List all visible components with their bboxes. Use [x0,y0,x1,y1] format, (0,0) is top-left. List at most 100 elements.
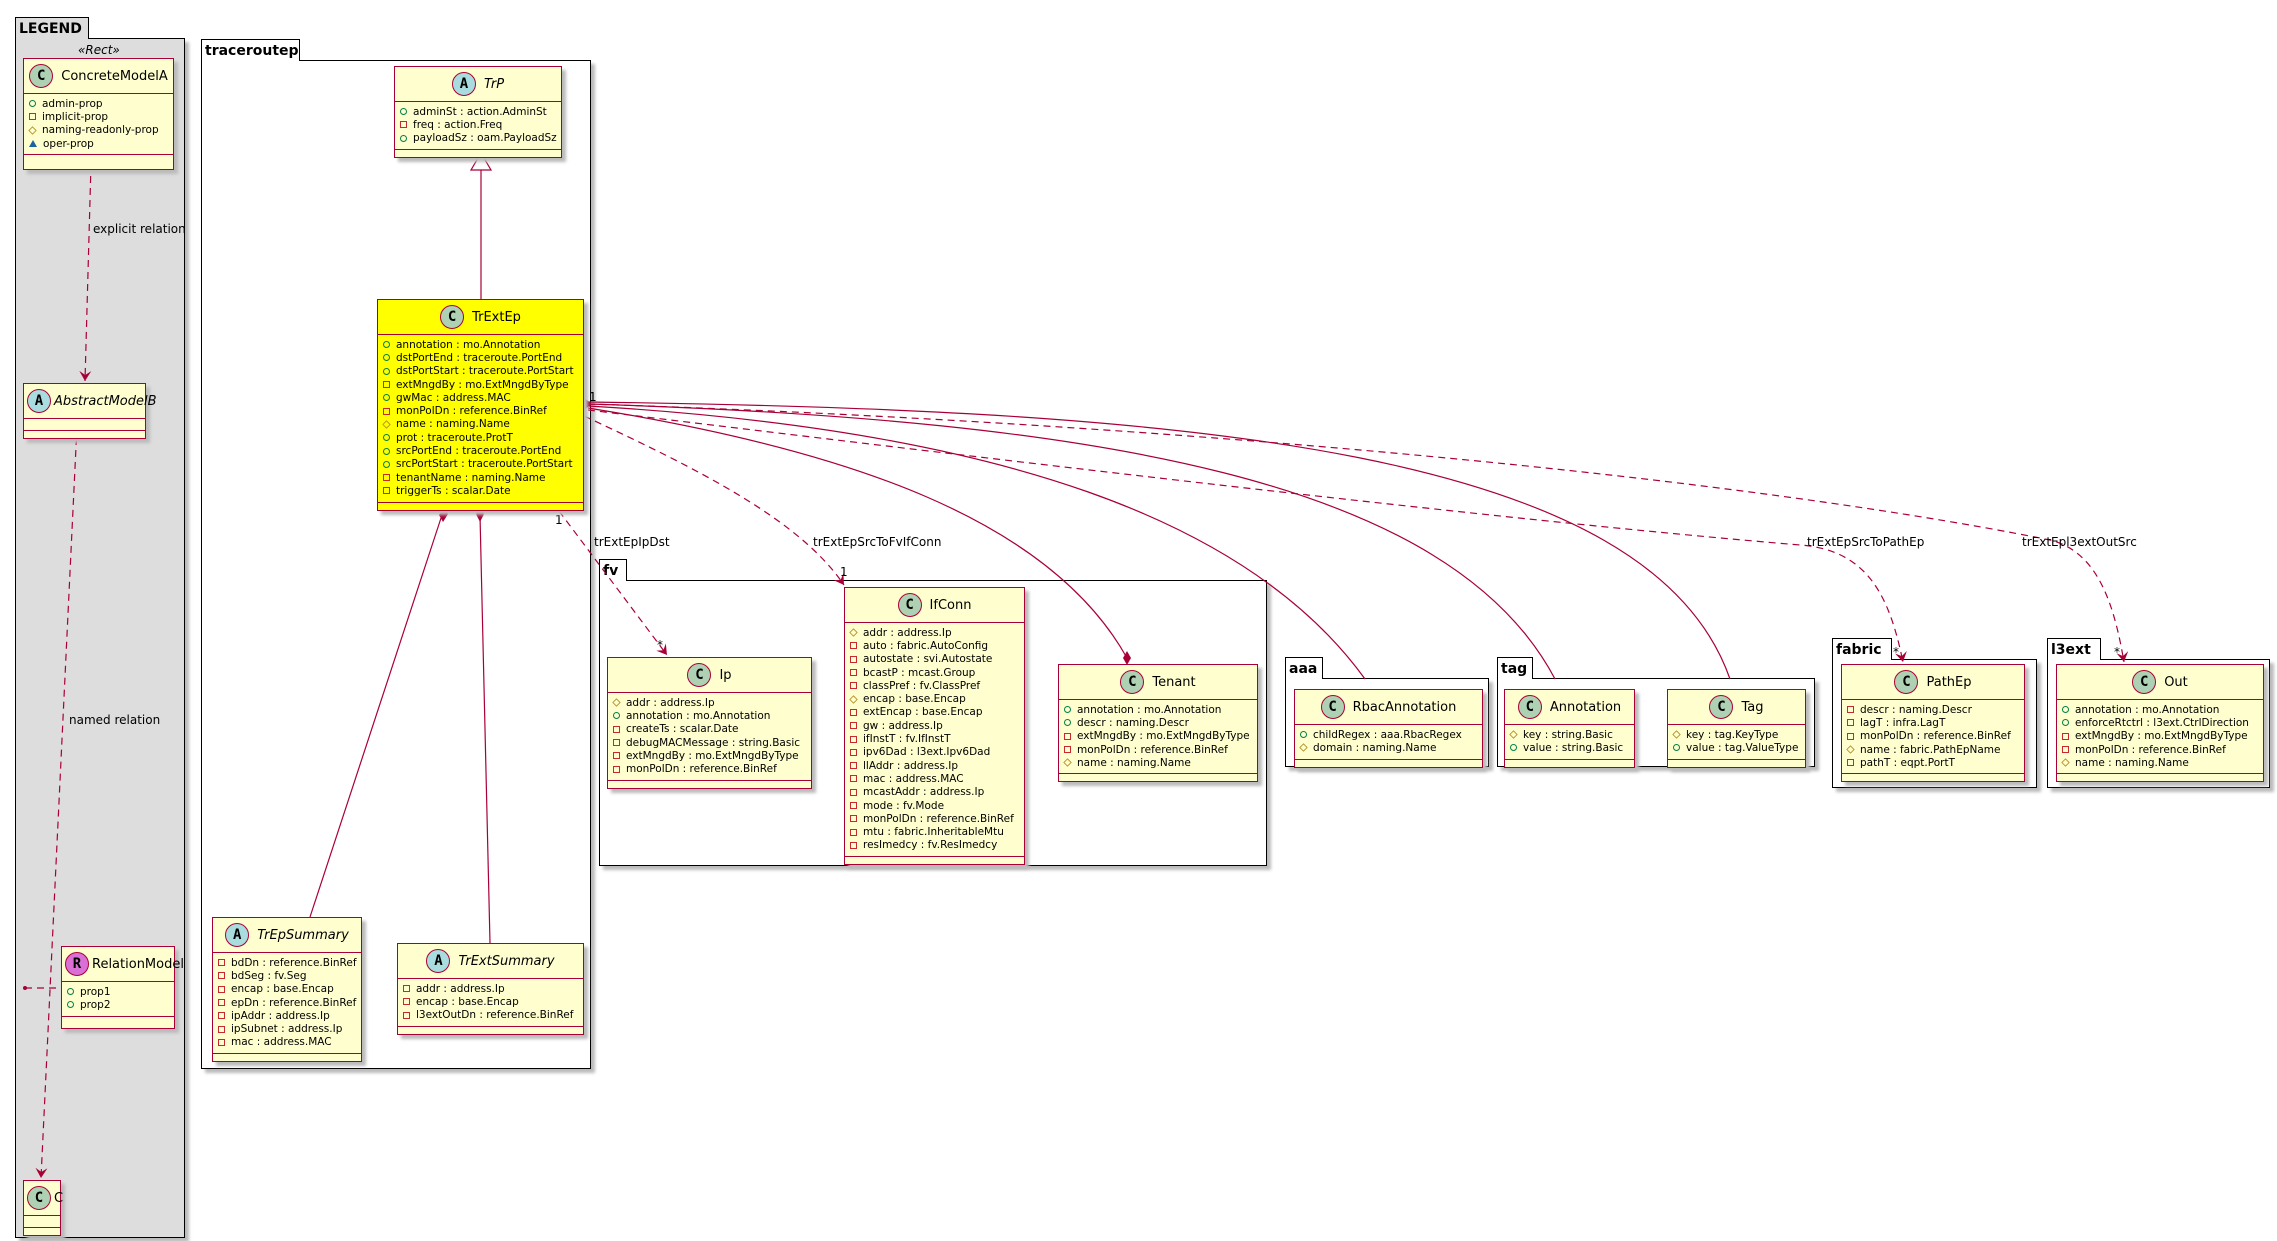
class-icon: C [687,663,712,687]
class-attribute: srcPortEnd : traceroute.PortEnd [383,444,579,457]
attribute-text: annotation : mo.Annotation [1077,703,1222,716]
private-visibility-icon [850,802,857,809]
private-visibility-icon [29,113,36,121]
package-tab: l3ext [2047,638,2101,660]
attribute-text: encap : base.Encap [416,995,519,1008]
private-visibility-icon [850,841,857,849]
attribute-text: monPolDn : reference.BinRef [863,812,1014,825]
class-attribute: adminSt : action.AdminSt [400,105,557,118]
public-visibility-icon [383,394,390,402]
class-attribute: bcastP : mcast.Group [850,666,1020,679]
attribute-text: mtu : fabric.InheritableMtu [863,826,1004,839]
class-attribute: monPolDn : reference.BinRef [613,762,807,775]
class-attribute: monPolDn : reference.BinRef [1847,730,2020,743]
private-visibility-icon [850,669,857,677]
public-visibility-icon [383,447,390,455]
private-visibility-icon [1064,746,1071,754]
protected-visibility-icon [2061,758,2070,768]
edge-explicit-relation [79,163,92,382]
class-attribute: monPolDn : reference.BinRef [850,812,1020,825]
private-visibility-icon [403,985,410,993]
class-attribute: prop2 [67,998,170,1011]
class-attribute: addr : address.Ip [849,626,1020,639]
class-attribute: name : naming.Name [382,418,579,431]
attribute-text: resImedcy : fv.ResImedcy [863,839,998,852]
multiplicity: 1 [555,513,563,527]
class-attribute: resImedcy : fv.ResImedcy [850,839,1020,852]
class-attribute: bdDn : reference.BinRef [218,956,357,969]
class-attribute: pathT : eqpt.PortT [1847,756,2020,769]
attribute-text: auto : fabric.AutoConfig [863,639,989,652]
class-attribute: key : tag.KeyType [1672,728,1801,741]
class-attribute: mtu : fabric.InheritableMtu [850,825,1020,838]
class-name: PathEp [1926,674,1972,690]
public-visibility-icon [1673,744,1680,752]
private-visibility-icon [850,815,857,823]
attribute-text: dstPortStart : traceroute.PortStart [396,365,574,378]
class-icon: C [29,64,54,88]
public-visibility-icon [1510,744,1517,752]
class-attribute: mode : fv.Mode [850,799,1020,812]
class-attribute: value : string.Basic [1510,741,1630,754]
private-visibility-icon [383,381,390,389]
public-visibility-icon [1064,719,1071,727]
class-icon: C [1709,695,1734,719]
edge-comp-trepsummary [309,514,443,918]
named-relation-label: named relation [69,713,161,727]
class-header: C ConcreteModelA [24,59,173,94]
private-visibility-icon [850,788,857,796]
explicit-relation-label: explicit relation [93,222,186,236]
class-attribute: addr : address.Ip [612,696,807,709]
relation-class-icon: R [65,952,89,976]
class-attribute: lagT : infra.LagT [1847,716,2020,729]
attribute-text: extMngdBy : mo.ExtMngdByType [626,749,799,762]
class-attribute: admin-prop [29,97,169,110]
attribute-text: addr : address.Ip [863,626,952,639]
class-attribute: monPolDn : reference.BinRef [383,404,579,417]
ifconn-label: trExtEpSrcToFvIfConn [813,535,942,549]
class-name: Tenant [1152,674,1196,690]
class-attribute: srcPortStart : traceroute.PortStart [383,458,579,471]
attribute-text: gwMac : address.MAC [396,391,511,404]
class-name: TrExtSummary [458,953,555,969]
class-attribute: oper-prop [29,137,169,150]
attribute-text: freq : action.Freq [413,118,503,131]
inheritance-arrowhead [469,151,493,171]
class-icon: C [1120,670,1145,694]
attribute-text: debugMACMessage : string.Basic [626,736,801,749]
class-name: Annotation [1549,699,1622,715]
public-visibility-icon [67,1001,74,1009]
class-icon: C [1320,695,1345,719]
class-methods [398,1027,583,1034]
class-attribute: encap : base.Encap [849,692,1020,705]
private-visibility-icon [850,748,857,756]
public-visibility-icon [383,460,390,468]
class-name: ConcreteModelA [61,68,168,84]
private-visibility-icon [613,765,620,773]
private-visibility-icon [850,775,857,783]
class-methods [1059,774,1257,781]
class-name: Ip [719,667,732,683]
attribute-text: extMngdBy : mo.ExtMngdByType [1077,730,1250,743]
